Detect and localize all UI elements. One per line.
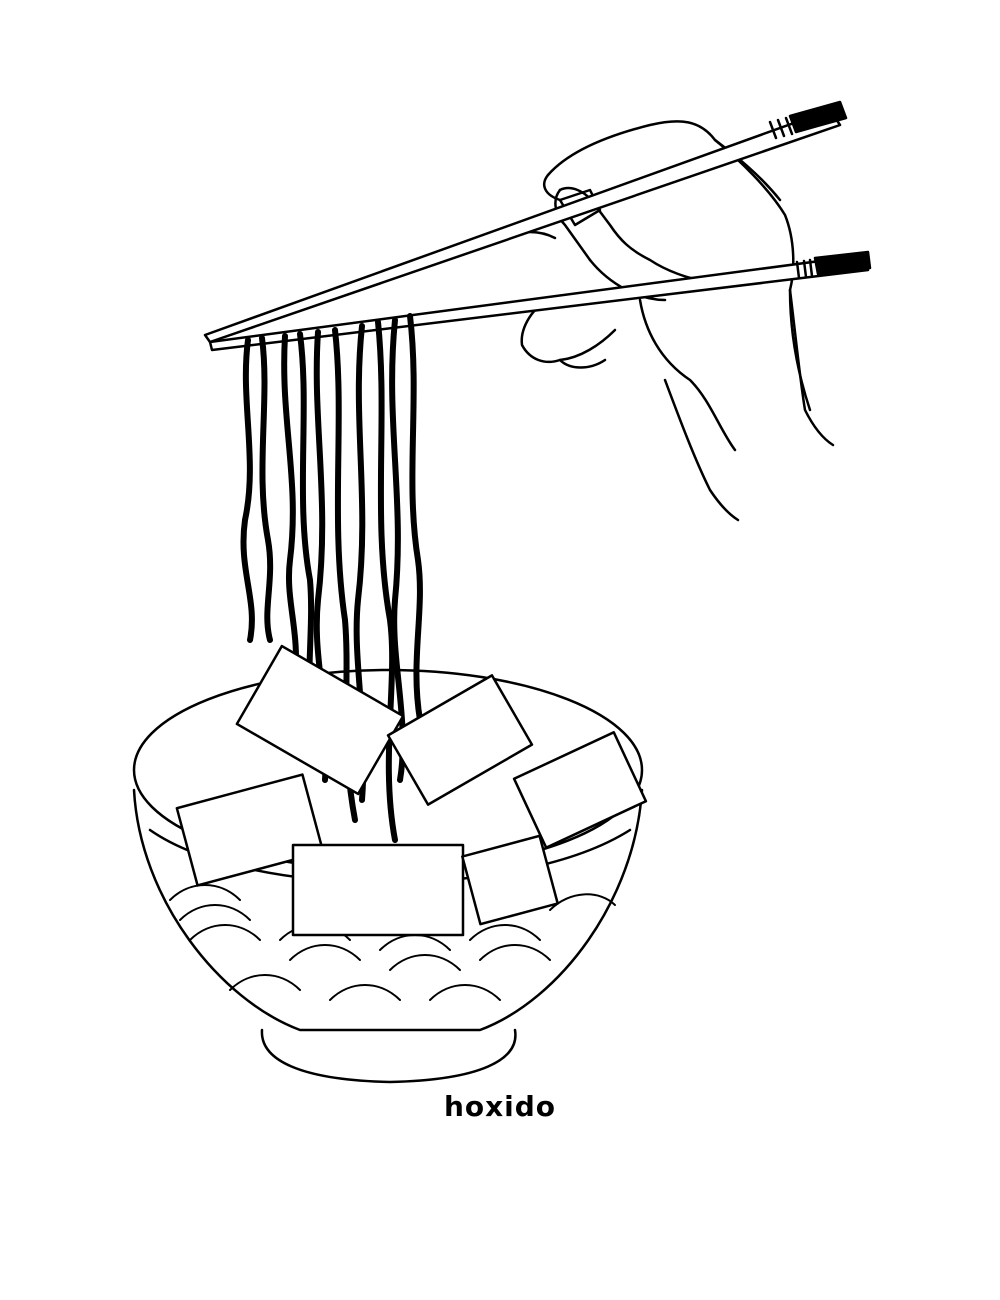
artist-signature: hoxido: [443, 1090, 557, 1123]
chopsticks-drawing: [203, 100, 872, 352]
cassette-tapes-drawing: [175, 644, 648, 937]
